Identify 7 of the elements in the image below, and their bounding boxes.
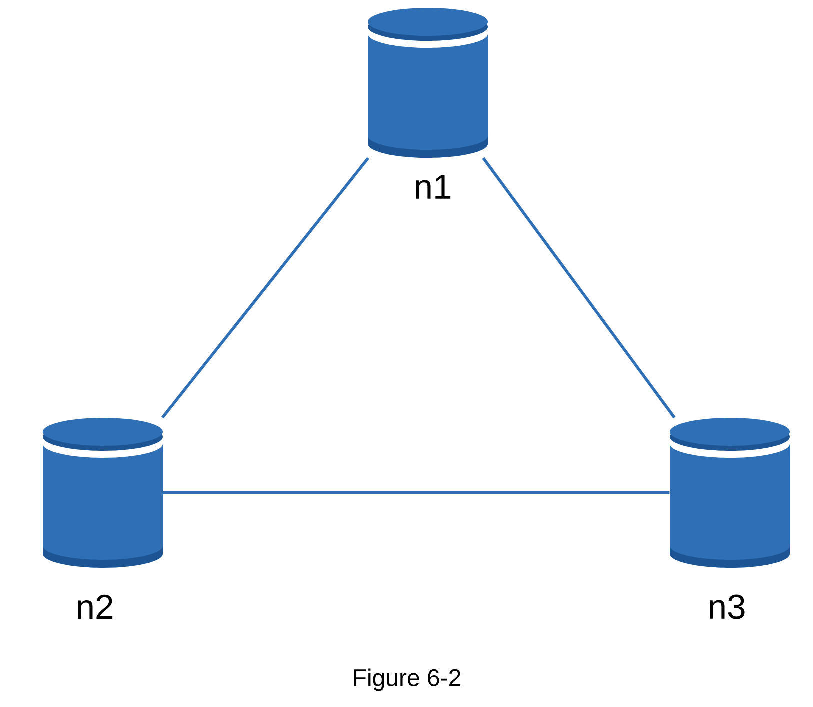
node-label: n3 [710,594,745,620]
connector-line [161,157,370,419]
node-label: n1 [416,175,451,199]
node-label: n2 [78,594,113,620]
connector-line [482,157,676,419]
connector-line [163,492,670,494]
figure-caption: Figure 6-2 [354,668,460,692]
